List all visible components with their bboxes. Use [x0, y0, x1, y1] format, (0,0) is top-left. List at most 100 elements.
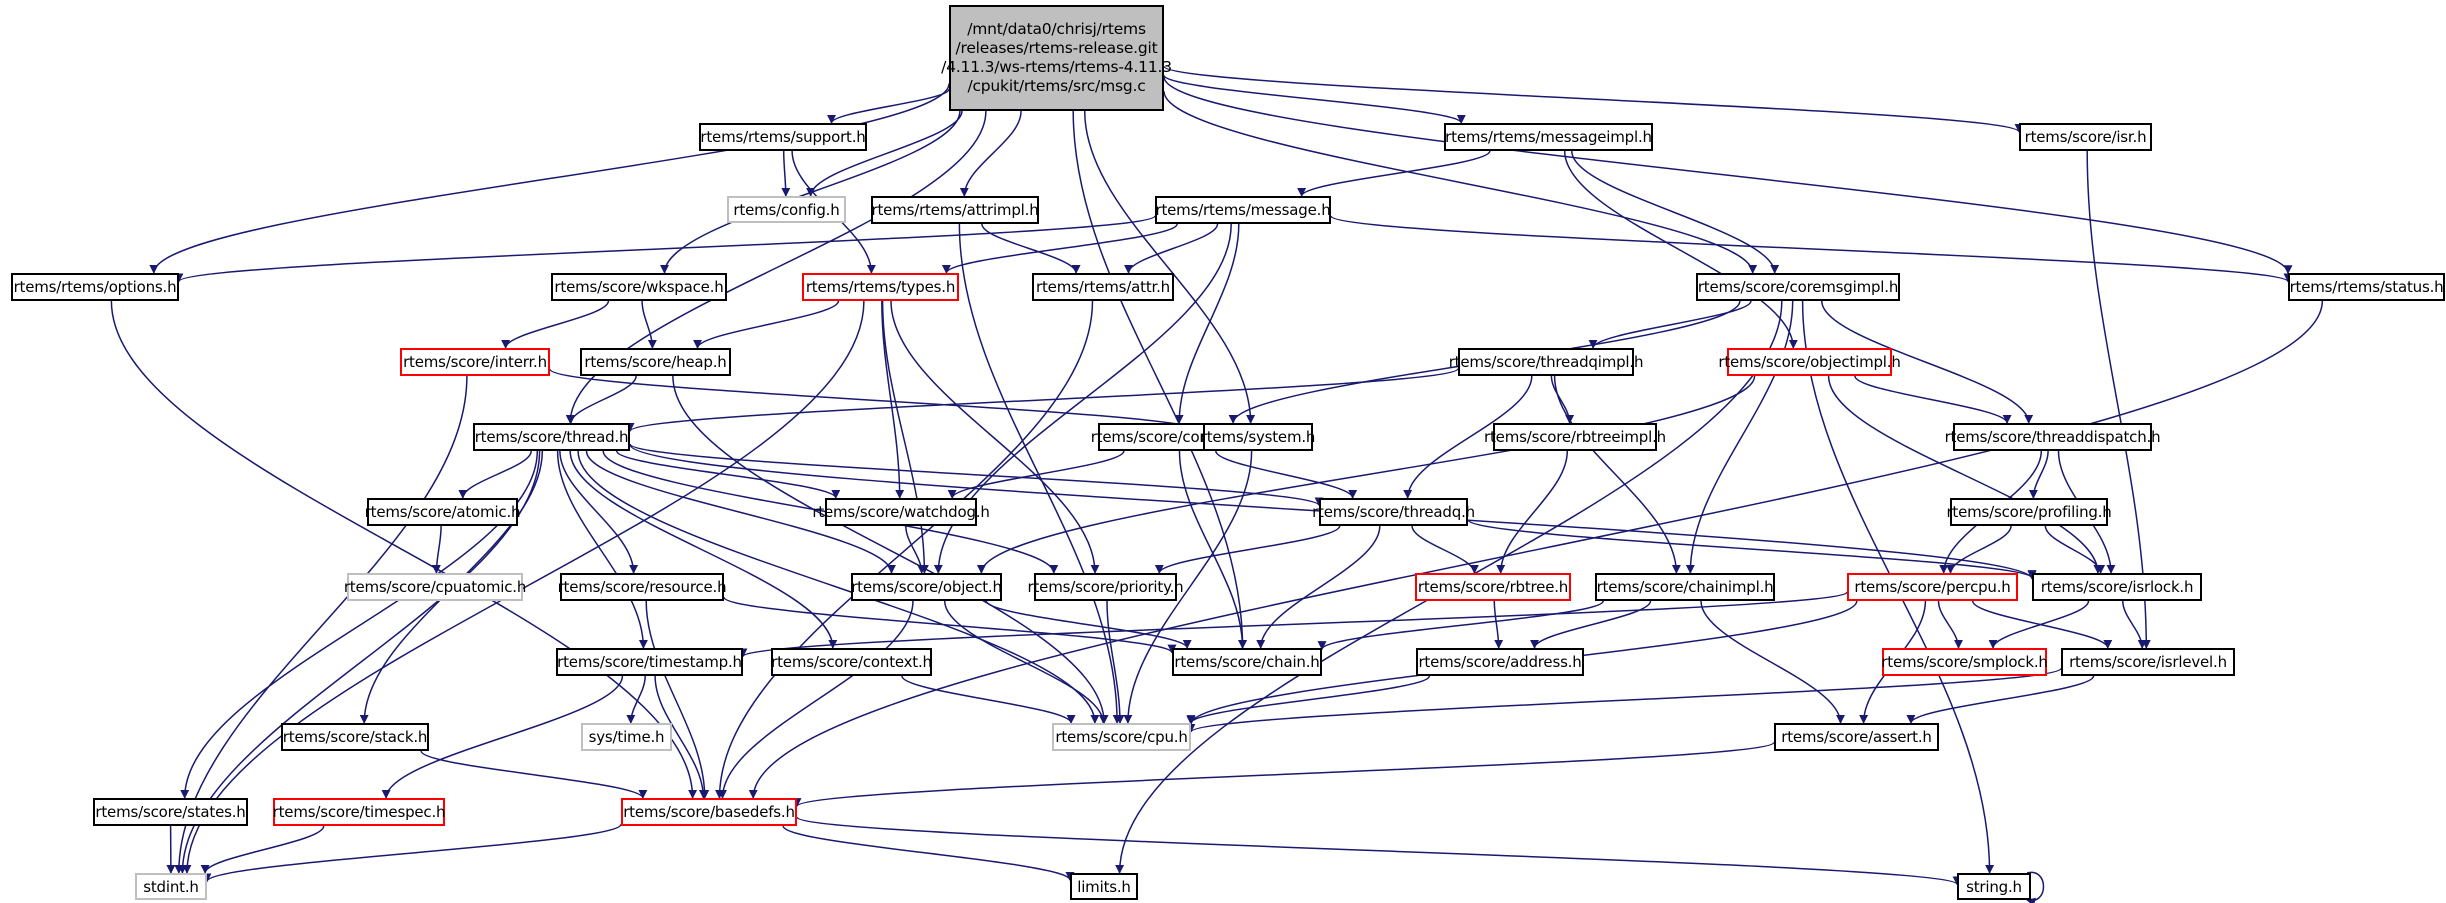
edge-attrimpl-to-attr: [981, 223, 1081, 274]
edge-isrlevel-to-cpu: [1186, 667, 2062, 733]
node-label: rtems/score/objectimpl.h: [1718, 353, 1901, 371]
graph-node-chainimpl[interactable]: rtems/score/chainimpl.h: [1595, 573, 1775, 601]
graph-node-config[interactable]: rtems/config.h: [727, 196, 846, 223]
graph-node-system[interactable]: rtems/system.h: [1200, 423, 1316, 451]
graph-node-status[interactable]: rtems/rtems/status.h: [2288, 273, 2445, 301]
graph-node-threadqimpl[interactable]: rtems/score/threadqimpl.h: [1449, 348, 1643, 376]
graph-node-priority[interactable]: rtems/score/priority.h: [1028, 573, 1184, 601]
graph-node-threadq[interactable]: rtems/score/threadq.h: [1312, 498, 1475, 526]
graph-node-basedefs[interactable]: rtems/score/basedefs.h: [621, 798, 797, 826]
graph-node-message[interactable]: rtems/rtems/message.h: [1155, 196, 1331, 224]
node-label: rtems/score/object.h: [851, 578, 1002, 596]
graph-node-profiling[interactable]: rtems/score/profiling.h: [1946, 498, 2112, 526]
edge-chainimpl-to-assert: [1700, 600, 1845, 724]
node-label: rtems/config.h: [733, 200, 840, 219]
graph-node-types[interactable]: rtems/rtems/types.h: [802, 273, 959, 301]
graph-node-stdint[interactable]: stdint.h: [135, 873, 207, 900]
edge-messageimpl-to-coremsgimpl: [1571, 150, 1780, 274]
graph-node-coremsgimpl[interactable]: rtems/score/coremsgimpl.h: [1696, 273, 1900, 301]
node-label: /mnt/data0/chrisj/rtems /releases/rtems-…: [941, 20, 1172, 95]
graph-node-smplock[interactable]: rtems/score/smplock.h: [1881, 648, 2048, 676]
node-label: rtems/score/chain.h: [1174, 653, 1320, 671]
edge-resource-to-basedefs: [645, 600, 710, 799]
node-label: rtems/rtems/options.h: [13, 278, 177, 296]
edge-timestamp-to-timespec: [381, 675, 624, 799]
node-label: rtems/score/coremsgimpl.h: [1697, 278, 1899, 296]
graph-node-assert[interactable]: rtems/score/assert.h: [1774, 723, 1939, 751]
edge-profiling-to-percpu: [1946, 525, 2012, 574]
graph-node-cpu[interactable]: rtems/score/cpu.h: [1052, 723, 1191, 751]
edge-threadq-to-chain: [1256, 525, 1381, 649]
node-label: rtems/score/timespec.h: [272, 803, 446, 821]
node-label: rtems/score/rbtree.h: [1417, 578, 1569, 596]
edge-watchdog-to-object: [905, 525, 927, 574]
edge-types-to-heap: [693, 300, 840, 349]
graph-node-watchdog[interactable]: rtems/score/watchdog.h: [812, 498, 990, 526]
graph-node-isrlevel[interactable]: rtems/score/isrlevel.h: [2061, 648, 2235, 676]
edge-coremsgimpl-to-threaddispatch: [1821, 300, 2034, 424]
edge-message-to-coremsg: [1174, 223, 1240, 424]
graph-node-stack[interactable]: rtems/score/stack.h: [281, 723, 429, 751]
edge-rbtree-to-address: [1493, 600, 1504, 649]
edge-isrlock-to-isrlevel: [2122, 600, 2147, 649]
edge-thread-to-object: [585, 450, 896, 574]
node-label: rtems/rtems/messageimpl.h: [1445, 128, 1652, 146]
edge-timestamp-to-basedefs: [654, 675, 708, 799]
graph-node-options[interactable]: rtems/rtems/options.h: [11, 273, 179, 301]
node-label: rtems/score/thread.h: [474, 428, 629, 446]
graph-node-object[interactable]: rtems/score/object.h: [851, 573, 1002, 601]
edge-coremsg-to-chain: [1178, 450, 1247, 649]
node-label: rtems/rtems/types.h: [805, 278, 956, 296]
node-label: rtems/score/threaddispatch.h: [1944, 428, 2161, 446]
edge-coremsgimpl-to-chainimpl: [1685, 300, 1794, 574]
graph-node-attr[interactable]: rtems/rtems/attr.h: [1032, 273, 1174, 301]
node-label: rtems/system.h: [1200, 428, 1316, 446]
edge-threadqimpl-to-threadq: [1403, 375, 1533, 499]
node-label: rtems/score/chainimpl.h: [1596, 578, 1774, 596]
graph-node-string[interactable]: string.h: [1957, 873, 2031, 900]
graph-node-resource[interactable]: rtems/score/resource.h: [558, 573, 727, 601]
edge-interr-to-system: [549, 368, 1208, 433]
graph-node-cpuatomic[interactable]: rtems/score/cpuatomic.h: [344, 573, 526, 601]
graph-node-limits[interactable]: limits.h: [1070, 873, 1138, 900]
graph-node-heap[interactable]: rtems/score/heap.h: [580, 348, 731, 376]
graph-node-rbtree[interactable]: rtems/score/rbtree.h: [1415, 573, 1571, 601]
node-label: rtems/score/basedefs.h: [623, 803, 795, 821]
graph-node-chain[interactable]: rtems/score/chain.h: [1172, 648, 1322, 676]
edge-objectimpl-to-isrlock: [1827, 375, 2103, 574]
graph-node-messageimpl[interactable]: rtems/rtems/messageimpl.h: [1444, 123, 1653, 151]
graph-node-atomic[interactable]: rtems/score/atomic.h: [364, 498, 521, 526]
graph-node-wkspace[interactable]: rtems/score/wkspace.h: [551, 273, 727, 301]
graph-node-interr[interactable]: rtems/score/interr.h: [400, 348, 550, 376]
graph-node-timestamp[interactable]: rtems/score/timestamp.h: [556, 648, 743, 676]
graph-node-thread[interactable]: rtems/score/thread.h: [473, 423, 630, 451]
edge-threaddispatch-to-profiling: [2028, 450, 2049, 499]
edge-root-to-isr: [1163, 65, 2024, 133]
node-label: rtems/score/atomic.h: [364, 503, 521, 521]
edge-timespec-to-stdint: [200, 825, 325, 874]
graph-node-systime[interactable]: sys/time.h: [581, 723, 672, 751]
graph-node-objectimpl[interactable]: rtems/score/objectimpl.h: [1718, 348, 1901, 376]
graph-node-states[interactable]: rtems/score/states.h: [93, 798, 248, 826]
graph-node-timespec[interactable]: rtems/score/timespec.h: [272, 798, 446, 826]
graph-node-context[interactable]: rtems/score/context.h: [771, 648, 932, 676]
graph-node-support[interactable]: rtems/rtems/support.h: [699, 123, 867, 151]
edge-thread-to-atomic: [458, 450, 532, 499]
edge-chainimpl-to-chain: [1317, 600, 1604, 651]
edge-timestamp-to-systime: [626, 675, 646, 724]
node-label: rtems/score/isrlevel.h: [2069, 653, 2227, 671]
graph-node-address[interactable]: rtems/score/address.h: [1416, 648, 1584, 676]
edge-threadq-to-isrlock: [1467, 519, 2037, 580]
graph-node-rbtreeimpl[interactable]: rtems/score/rbtreeimpl.h: [1484, 423, 1666, 451]
node-label: rtems/rtems/support.h: [700, 128, 866, 146]
node-label: rtems/score/states.h: [95, 803, 246, 821]
graph-node-percpu[interactable]: rtems/score/percpu.h: [1847, 573, 2018, 601]
edge-percpu-to-smplock: [1937, 600, 1963, 649]
node-label: rtems/score/isr.h: [2024, 128, 2147, 146]
graph-node-isr[interactable]: rtems/score/isr.h: [2019, 123, 2152, 151]
graph-node-isrlock[interactable]: rtems/score/isrlock.h: [2032, 573, 2202, 601]
graph-node-attrimpl[interactable]: rtems/rtems/attrimpl.h: [871, 196, 1039, 224]
node-label: sys/time.h: [588, 728, 665, 746]
graph-node-threaddispatch[interactable]: rtems/score/threaddispatch.h: [1945, 423, 2161, 451]
edge-root-to-coremsgimpl: [1163, 91, 1758, 274]
